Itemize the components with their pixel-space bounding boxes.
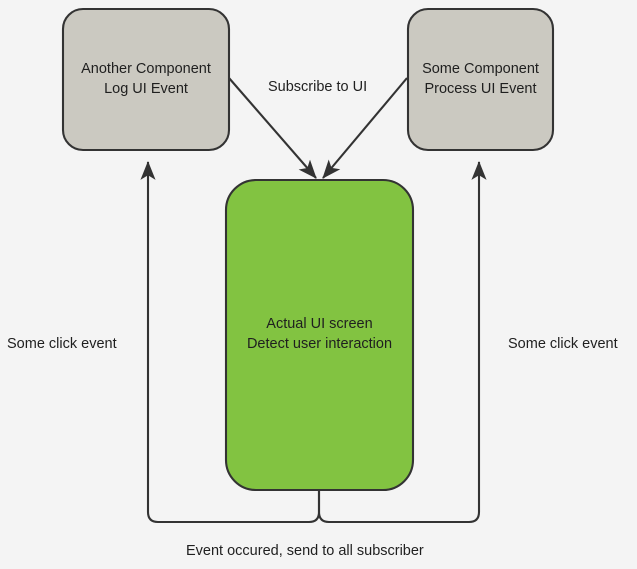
edge-label-some-click-event-right: Some click event xyxy=(508,336,618,352)
edge-subscribe-right-path xyxy=(322,77,408,179)
node-actual-ui-screen[interactable] xyxy=(224,178,415,492)
edge-label-event-occured: Event occured, send to all subscriber xyxy=(186,543,424,559)
edge-click-right-path xyxy=(317,160,487,524)
node-some-component[interactable] xyxy=(406,7,555,152)
node-another-component[interactable] xyxy=(61,7,231,152)
edge-subscribe-left-path xyxy=(228,77,317,179)
edge-label-subscribe-to-ui: Subscribe to UI xyxy=(268,79,368,95)
edge-label-some-click-event-left: Some click event xyxy=(7,336,117,352)
